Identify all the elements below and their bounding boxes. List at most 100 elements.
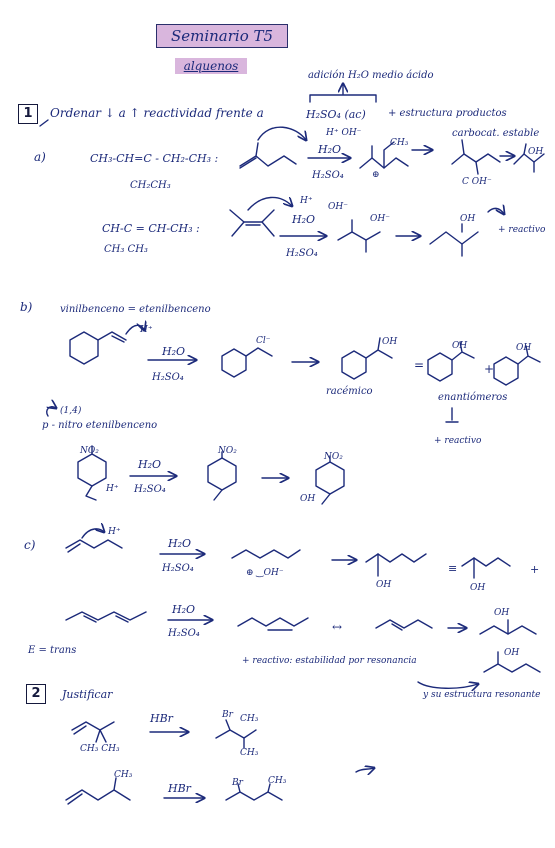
b-oh4: OH (300, 494, 316, 504)
b-h2o-2: H₂O (138, 458, 162, 471)
s2-alkene-1 (71, 721, 115, 743)
b-no2-c: NO₂ (324, 452, 343, 462)
c-allyl-cation-2 (375, 619, 433, 631)
b-nitro-styrene (77, 445, 107, 501)
c-plus: + (530, 563, 540, 576)
c-product-1 (479, 619, 537, 635)
c-note: + reactivo: estabilidad por resonancia (242, 656, 417, 666)
s2-alkene-2 (65, 777, 131, 805)
c-h2so4-2: H₂SO₄ (168, 628, 200, 639)
b-carbocation (221, 347, 273, 378)
b-more-reactive: + reactivo (434, 436, 482, 446)
b-h2o: H₂O (162, 345, 186, 358)
c-hplus: H⁺ (108, 527, 121, 537)
a2-hplus: H⁺ (300, 196, 313, 206)
c-cation-oh: ⊕ ‿OH⁻ (246, 568, 284, 578)
part-a-label: a) (34, 150, 46, 164)
b-equals: = (414, 358, 425, 372)
question-2-instruction: Justificar (62, 688, 113, 701)
c-oh3: OH (494, 608, 510, 618)
question-number-2: 2 (26, 684, 46, 704)
b-down-arrow (445, 407, 459, 423)
s2-hbr-1: HBr (150, 712, 173, 725)
question-number-1: 1 (18, 104, 38, 124)
b-plus: + (484, 362, 495, 376)
b-enantiomer-1 (427, 341, 475, 382)
c-carbocation (231, 549, 301, 559)
b-name: vinilbenceno = etenilbenceno (60, 304, 211, 315)
s2-small-arrow (355, 768, 374, 772)
a-coh: C OH⁻ (462, 177, 492, 187)
s2-br-2: Br (232, 778, 243, 788)
page-title: Seminario T5 (156, 24, 288, 48)
c-allyl-cation-1 (237, 617, 309, 631)
c-oh4: OH (504, 648, 520, 658)
c-product-2 (483, 651, 541, 673)
c-h2o-2: H₂O (172, 603, 196, 616)
a2-oh-intermediate: OH⁻ (370, 214, 390, 224)
s2-sub-ch3: CH₃ CH₃ (80, 744, 120, 754)
a-carbocation-2 (451, 139, 501, 175)
b-no2-b: NO₂ (218, 446, 237, 456)
b-positions: (1,4) (60, 406, 82, 416)
a-formula-2-sub: CH₃ CH₃ (104, 244, 148, 255)
a-formula-2: CH-C = CH-CH₃ : (102, 222, 200, 235)
a2-ohminus: OH⁻ (328, 202, 348, 212)
s2-ch3-bottom: CH₃ (240, 748, 259, 758)
b-alcohol (341, 337, 393, 380)
b-racemic: racémico (326, 386, 373, 397)
part-b-label: b) (20, 300, 33, 314)
question-1-instruction: Ordenar ↓ a ↑ reactividad frente a (50, 106, 264, 120)
a-alcohol-product (513, 143, 545, 173)
s2-hbr-2: HBr (168, 782, 191, 795)
a2-curved-arrow (487, 208, 504, 214)
a2-alcohol-product (429, 223, 479, 257)
c-diene (65, 611, 147, 623)
c-alkene-1 (65, 529, 123, 553)
a-h2o: H₂O (318, 143, 342, 156)
b-no2-a: NO₂ (80, 446, 99, 456)
c-h2so4: H₂SO₄ (162, 563, 194, 574)
a-carbocation-note: carbocat. estable (452, 128, 540, 139)
a-reagent-top: H⁺ OH⁻ (326, 128, 362, 138)
s2-br-1: Br (222, 710, 233, 720)
s2-ch3-2: CH₃ (114, 770, 133, 780)
a2-intermediate (337, 219, 381, 253)
c-alcohol-1 (365, 553, 427, 577)
a-h2so4: H₂SO₄ (312, 170, 344, 181)
b-vinylbenzene (69, 325, 144, 365)
a-ch3: CH₃ (390, 138, 409, 148)
a-formula-1-sub: CH₂CH₃ (130, 180, 171, 191)
b-oh: OH (382, 337, 398, 347)
a2-h2so4: H₂SO₄ (286, 248, 318, 259)
a-cation: ⊕ (372, 170, 380, 180)
a-alkene-skeleton-2 (229, 197, 292, 237)
part-c-label: c) (24, 538, 36, 552)
down-arrow-mark (39, 119, 49, 127)
a2-h2o: H₂O (292, 213, 316, 226)
s2-product-1 (215, 719, 257, 749)
b-nitro-alcohol (315, 455, 345, 505)
page-subtitle: alquenos (175, 58, 247, 74)
a2-oh: OH (460, 214, 476, 224)
addition-note: adición H₂O medio ácido (308, 70, 434, 81)
b-hplus-2: H⁺ (106, 484, 119, 494)
a-formula-1: CH₃-CH=C - CH₂-CH₃ : (90, 152, 219, 165)
reagent-label: H₂SO₄ (ac) (306, 108, 366, 121)
b-cl: Cl⁻ (256, 336, 271, 346)
c-oh2: OH (470, 583, 486, 593)
c-alcohol-2 (461, 557, 511, 579)
s2-product-2 (225, 783, 283, 801)
reagent-bracket (309, 94, 377, 103)
c-equiv: ≡ (448, 562, 458, 575)
b-h2so4-2: H₂SO₄ (134, 484, 166, 495)
c-note-2: y su estructura resonante (423, 690, 541, 700)
c-resonance-arrow: ↔ (332, 620, 343, 634)
b-oh2: OH (452, 341, 468, 351)
c-oh1: OH (376, 580, 392, 590)
a2-more-reactive: + reactivo (498, 225, 546, 235)
b-enantiomers: enantiómeros (438, 392, 508, 403)
b-oh3: OH (516, 343, 532, 353)
